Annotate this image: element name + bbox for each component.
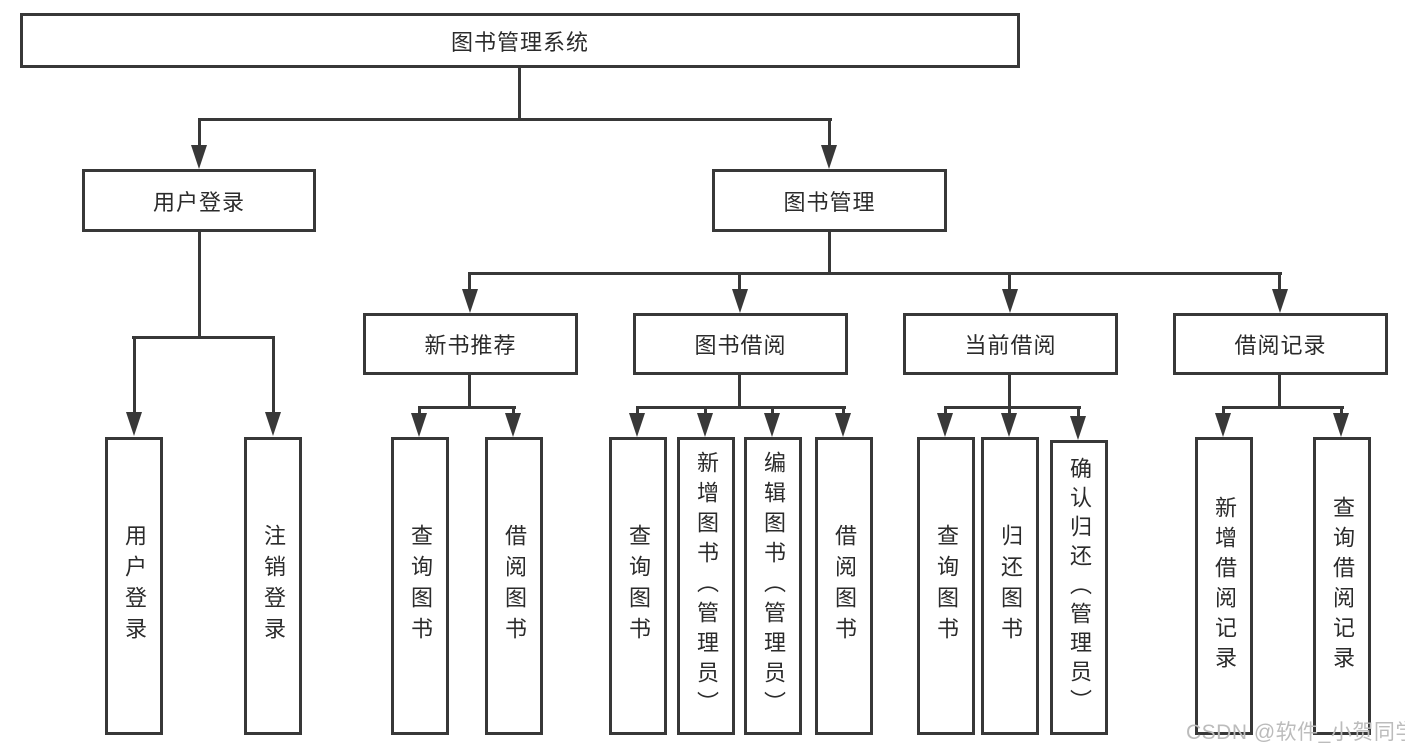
connector-arrow-shaft-user-login [198,118,201,148]
connector-arrow-shaft-book-borrow [738,272,741,292]
connector-arrow-shaft-cb-confirm [1077,406,1080,418]
connector-current-borrow-stub [1008,375,1011,409]
leaf-borrow-add-book-admin-label: 新增图书（管理员） [694,451,719,721]
leaf-records-add-record-label: 新增借阅记录 [1212,496,1237,676]
node-book-borrow-label: 图书借阅 [694,333,787,358]
leaf-newbook-query-book: 查询图书 [391,437,449,735]
leaf-newbook-query-book-label: 查询图书 [408,524,433,648]
leaf-borrow-borrow-book: 借阅图书 [815,437,873,735]
node-borrow-records-label: 借阅记录 [1234,333,1327,358]
leaf-current-return-book: 归还图书 [981,437,1039,735]
arrowhead-book-borrow [732,289,748,313]
arrowhead-br-add [1215,413,1231,437]
leaf-borrow-edit-book-admin-label: 编辑图书（管理员） [761,451,786,721]
node-library-system: 图书管理系统 [20,13,1020,68]
csdn-watermark: CSDN @软件_小贺同学 [1186,721,1405,744]
connector-user-login-stub [198,232,201,339]
node-current-borrow: 当前借阅 [903,313,1118,375]
node-book-management-label: 图书管理 [783,189,876,215]
leaf-newbook-borrow-book: 借阅图书 [485,437,543,735]
arrowhead-bb-query [629,413,645,437]
arrowhead-login-leaf [126,412,142,436]
connector-root-branch [198,118,832,121]
node-new-book-recommend-label: 新书推荐 [424,333,517,358]
leaf-newbook-borrow-book-label: 借阅图书 [502,524,527,648]
leaf-current-query-book-label: 查询图书 [934,524,959,648]
arrowhead-borrow-records [1272,289,1288,313]
connector-arrow-shaft-nb-query [418,406,421,416]
connector-arrow-shaft-logout-leaf [272,336,275,414]
connector-borrow-records-branch [1222,406,1344,409]
leaf-records-query-record: 查询借阅记录 [1313,437,1371,735]
arrowhead-nb-query [411,413,427,437]
connector-root-stub [518,68,521,121]
leaf-user-login: 用户登录 [105,437,163,735]
leaf-records-query-record-label: 查询借阅记录 [1330,496,1355,676]
arrowhead-nb-borrow [505,413,521,437]
connector-arrow-shaft-bb-query [636,406,639,416]
arrowhead-current-borrow [1002,289,1018,313]
arrowhead-br-query [1333,413,1349,437]
connector-arrow-shaft-cb-query [944,406,947,416]
leaf-current-confirm-return-admin: 确认归还（管理员） [1050,440,1108,735]
leaf-logout: 注销登录 [244,437,302,735]
leaf-current-return-book-label: 归还图书 [998,524,1023,648]
connector-arrow-shaft-borrow-records [1278,272,1281,292]
connector-arrow-shaft-br-add [1222,406,1225,416]
leaf-borrow-add-book-admin: 新增图书（管理员） [677,437,735,735]
connector-arrow-shaft-book-mgmt [828,118,831,148]
node-user-login-label: 用户登录 [152,189,245,215]
connector-current-borrow-branch [944,406,1081,409]
arrowhead-bb-edit [764,413,780,437]
arrowhead-book-mgmt [821,145,837,169]
connector-arrow-shaft-new-book [468,272,471,292]
node-user-login: 用户登录 [82,169,316,232]
leaf-borrow-borrow-book-label: 借阅图书 [832,524,857,648]
node-book-management: 图书管理 [712,169,947,232]
leaf-borrow-query-book-label: 查询图书 [626,524,651,648]
arrowhead-cb-confirm [1070,416,1086,440]
leaf-borrow-query-book: 查询图书 [609,437,667,735]
leaf-logout-label: 注销登录 [261,524,286,648]
node-borrow-records: 借阅记录 [1173,313,1388,375]
connector-book-mgmt-stub [828,232,831,275]
connector-user-login-branch [132,336,275,339]
arrowhead-new-book [462,289,478,313]
leaf-borrow-edit-book-admin: 编辑图书（管理员） [744,437,802,735]
connector-book-borrow-stub [738,375,741,409]
connector-new-book-branch [418,406,516,409]
arrowhead-bb-borrow [835,413,851,437]
connector-arrow-shaft-nb-borrow [512,406,515,416]
connector-arrow-shaft-bb-edit [771,406,774,416]
node-new-book-recommend: 新书推荐 [363,313,578,375]
connector-arrow-shaft-cb-return [1008,406,1011,416]
arrowhead-cb-query [937,413,953,437]
connector-borrow-records-stub [1278,375,1281,409]
leaf-user-login-label: 用户登录 [122,524,147,648]
arrowhead-cb-return [1001,413,1017,437]
node-book-borrow: 图书借阅 [633,313,848,375]
leaf-records-add-record: 新增借阅记录 [1195,437,1253,735]
connector-arrow-shaft-bb-add [704,406,707,416]
connector-book-borrow-branch [636,406,846,409]
leaf-current-confirm-return-admin-label: 确认归还（管理员） [1067,457,1092,718]
connector-arrow-shaft-br-query [1340,406,1343,416]
arrowhead-user-login [191,145,207,169]
node-library-system-label: 图书管理系统 [450,29,589,55]
connector-arrow-shaft-login-leaf [133,336,136,414]
connector-book-mgmt-branch [468,272,1282,275]
connector-arrow-shaft-bb-borrow [842,406,845,416]
connector-arrow-shaft-current-borrow [1008,272,1011,292]
node-current-borrow-label: 当前借阅 [964,333,1057,358]
leaf-current-query-book: 查询图书 [917,437,975,735]
arrowhead-bb-add [697,413,713,437]
arrowhead-logout-leaf [265,412,281,436]
connector-new-book-stub [468,375,471,409]
